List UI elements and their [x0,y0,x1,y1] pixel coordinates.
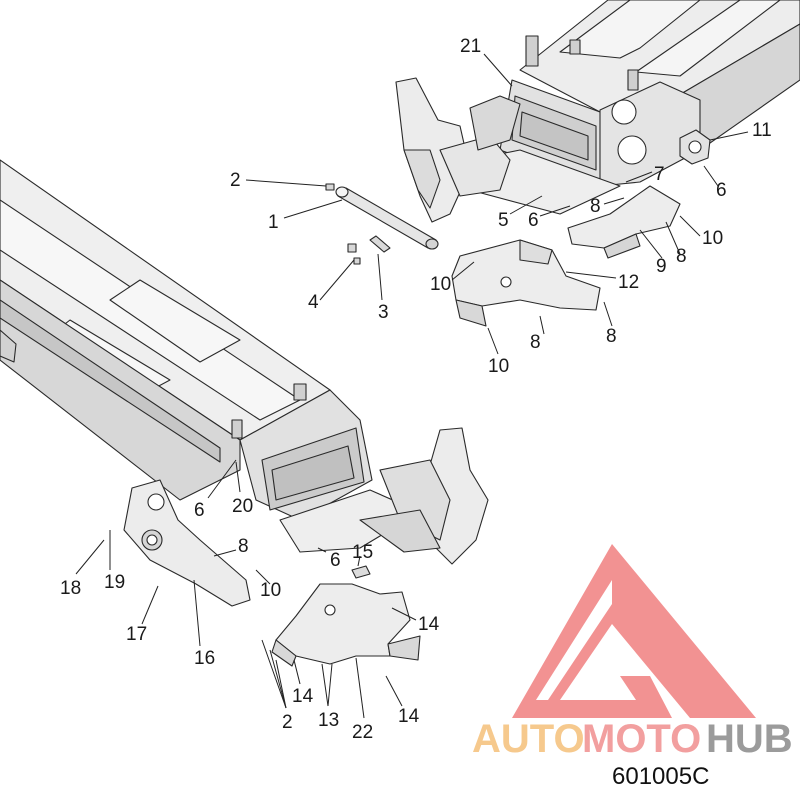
callout-22: 22 [352,722,373,743]
callout-18: 18 [60,578,81,599]
callout-8: 8 [530,332,541,353]
part-2-bolt-upper [325,183,335,191]
callout-6: 6 [330,550,341,571]
callout-2: 2 [282,712,293,733]
callout-6: 6 [716,180,727,201]
callout-labels: 21 11 2 7 6 1 5 6 8 10 9 8 10 12 4 3 8 8… [60,36,772,743]
part-4-nut [347,243,361,265]
part-9-bracket [567,185,681,259]
watermark-moto-text: MOTO [582,717,701,761]
callout-13: 13 [318,710,339,731]
part-16-side-plate [123,479,251,607]
callout-8: 8 [606,326,617,347]
callout-3: 3 [378,302,389,323]
part-3-link [369,235,391,253]
callout-19: 19 [104,572,125,593]
callout-8: 8 [238,536,249,557]
callout-8: 8 [676,246,687,267]
part-1-cross-shaft [335,186,439,250]
callout-20: 20 [232,496,253,517]
watermark-hub-text: HUB [706,717,793,761]
callout-14: 14 [418,614,440,635]
callout-14: 14 [398,706,420,727]
callout-2: 2 [230,170,241,191]
watermark-auto-text: AUTO [472,717,585,761]
part-15-clip [351,565,371,579]
callout-5: 5 [498,210,509,231]
callout-1: 1 [268,212,279,233]
callout-9: 9 [656,256,667,277]
callout-16: 16 [194,648,215,669]
callout-6: 6 [528,210,539,231]
callout-10: 10 [488,356,509,377]
callout-17: 17 [126,624,147,645]
callout-10: 10 [702,228,723,249]
leader-lines [75,53,749,719]
callout-21: 21 [460,36,481,57]
upper-tunnel-assembly [395,0,800,223]
callout-14: 14 [292,686,314,707]
diagram-reference-code: 601005C [612,763,709,790]
callout-12: 12 [618,272,639,293]
callout-10: 10 [260,580,281,601]
callout-8: 8 [590,196,601,217]
lower-tunnel-assembly [0,159,489,565]
part-12-mount-bracket [451,239,601,327]
callout-11: 11 [752,120,772,141]
callout-10: 10 [430,274,451,295]
callout-7: 7 [654,164,665,185]
part-22-lower-bracket [271,583,421,667]
callout-6: 6 [194,500,205,521]
part-11-plate [679,129,711,165]
automotohub-watermark: AUTO MOTO HUB [472,544,793,761]
callout-4: 4 [308,292,319,313]
watermark-triangle-mark [512,544,756,718]
callout-15: 15 [352,542,373,563]
